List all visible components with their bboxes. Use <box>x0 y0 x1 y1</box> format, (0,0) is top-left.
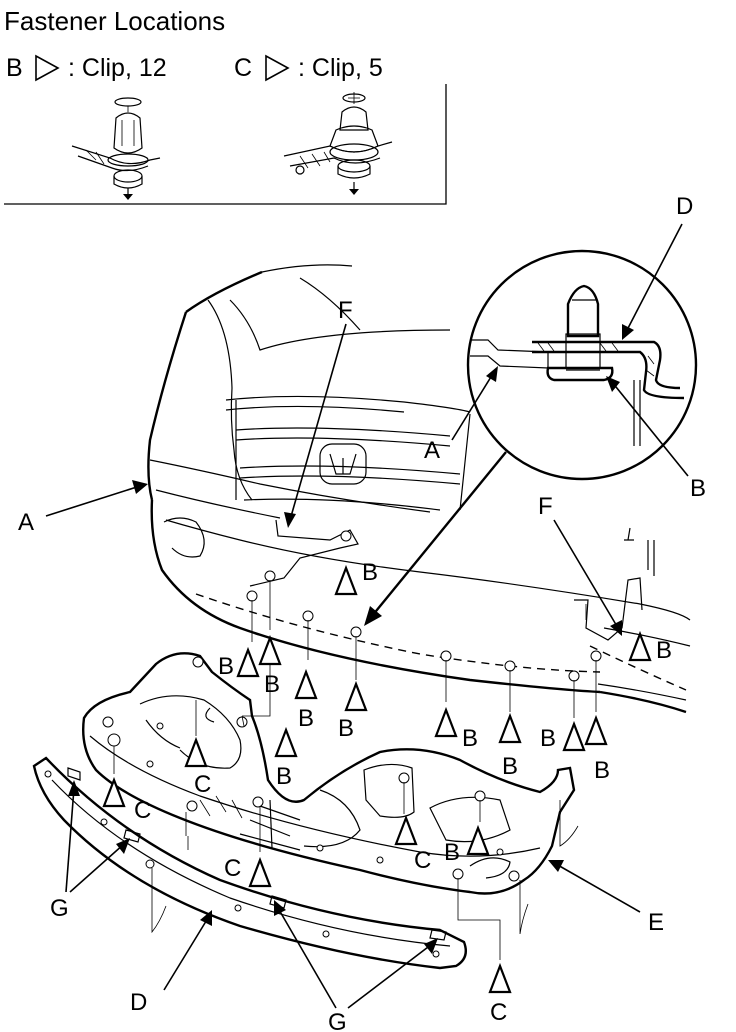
label-g-left: G <box>50 895 69 922</box>
marker-b <box>258 634 282 666</box>
marker-b <box>498 712 522 744</box>
legend-c-text: : Clip, 5 <box>298 54 383 82</box>
shield-clip-holes <box>102 656 520 882</box>
marker-b <box>344 680 368 712</box>
legend-clip-c: C : Clip, 5 <box>234 54 383 82</box>
label-b: B <box>276 763 292 790</box>
label-f-left: F <box>338 297 353 324</box>
front-spoiler-strip <box>32 756 467 970</box>
marker-c <box>184 736 208 768</box>
fastener-guide-lines <box>113 580 597 960</box>
clip-b-illustration <box>71 97 161 200</box>
label-b: B <box>462 725 478 752</box>
label-d-top: D <box>676 193 693 220</box>
marker-c <box>102 776 126 808</box>
diagram-title: Fastener Locations <box>4 6 225 36</box>
leader-arrows <box>45 223 689 1009</box>
marker-b <box>434 706 458 738</box>
legend-c-key: C <box>234 54 252 82</box>
label-b: B <box>444 839 460 866</box>
label-b: B <box>362 559 378 586</box>
label-b: B <box>338 715 354 742</box>
clip-c-illustration <box>283 92 393 195</box>
legend-clip-b: B : Clip, 12 <box>6 54 167 82</box>
strip-holes <box>44 770 440 958</box>
front-bumper <box>147 264 691 714</box>
label-b: B <box>656 637 672 664</box>
legend-b-key: B <box>6 54 23 82</box>
label-f-right: F <box>538 493 553 520</box>
label-b: B <box>594 757 610 784</box>
label-c: C <box>414 847 431 874</box>
marker-b <box>628 630 652 662</box>
label-b: B <box>298 705 314 732</box>
label-a-bumper: A <box>18 509 34 536</box>
clip-c-down-arrow-icon <box>349 189 359 195</box>
marker-c <box>394 814 418 846</box>
label-c: C <box>224 855 241 882</box>
marker-b <box>562 720 586 752</box>
marker-b <box>236 646 260 678</box>
splash-shield <box>82 652 576 895</box>
fastener-markers <box>102 564 652 994</box>
label-b: B <box>218 653 234 680</box>
marker-b <box>274 726 298 758</box>
marker-b <box>334 564 358 596</box>
detail-circle <box>466 249 698 481</box>
legend-b-text: : Clip, 12 <box>68 54 167 82</box>
label-c: C <box>194 771 211 798</box>
label-c: C <box>490 999 507 1026</box>
legend-frame <box>4 84 447 205</box>
detail-pointer <box>364 451 507 626</box>
legend-b-arrow-icon <box>35 54 60 82</box>
label-b-detail: B <box>690 475 706 502</box>
marker-b <box>294 668 318 700</box>
label-b: B <box>502 753 518 780</box>
label-a-detail: A <box>424 437 440 464</box>
marker-b <box>466 824 490 856</box>
label-g-bottom: G <box>328 1009 347 1032</box>
label-b: B <box>264 671 280 698</box>
callout-labels: D F A B A F B B B B B B B B B B B B C C … <box>18 193 706 1032</box>
marker-c <box>488 962 512 994</box>
marker-c <box>248 856 272 888</box>
label-b: B <box>540 725 556 752</box>
label-e: E <box>648 909 664 936</box>
marker-b <box>584 714 608 746</box>
clip-b-down-arrow-icon <box>123 194 133 200</box>
label-c: C <box>134 797 151 824</box>
label-d-bottom: D <box>130 989 147 1016</box>
legend-c-arrow-icon <box>265 54 290 82</box>
emblem <box>319 443 367 485</box>
